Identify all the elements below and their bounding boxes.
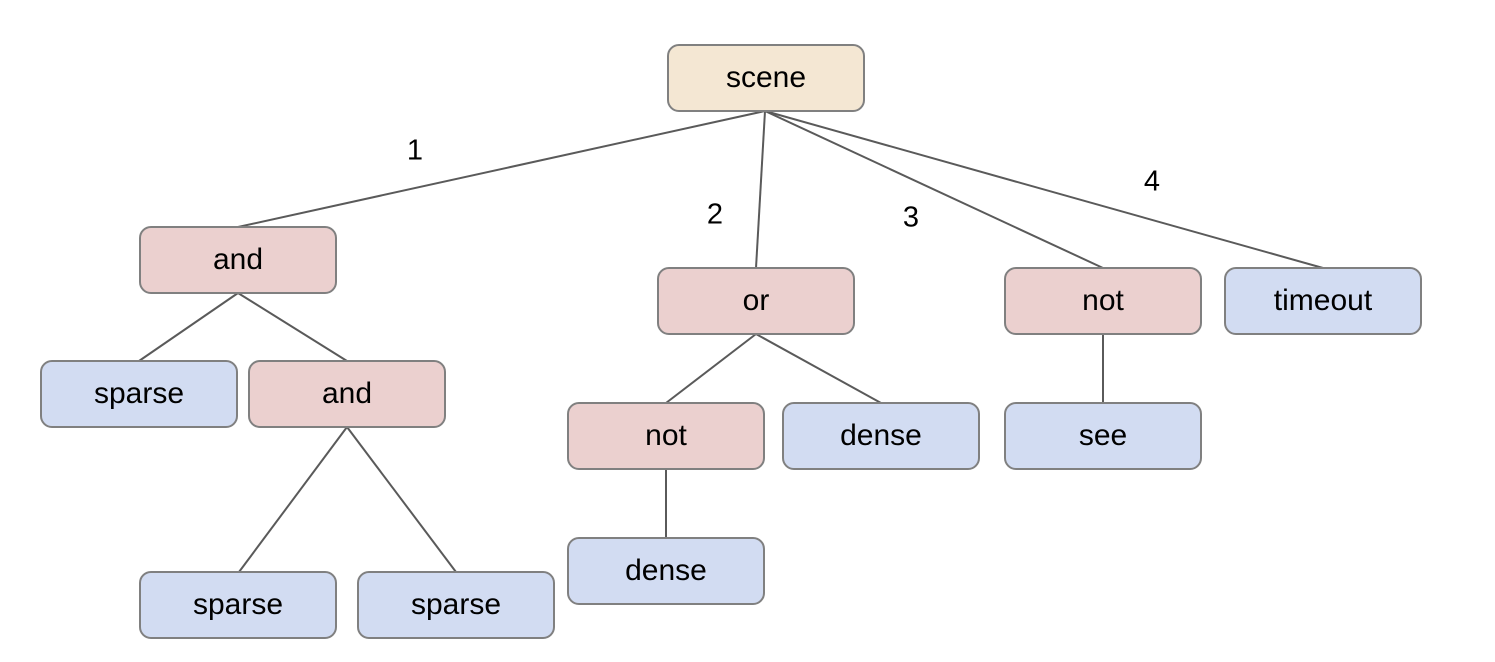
node-box-scene[interactable] bbox=[667, 44, 865, 112]
tree-node-and2[interactable]: and bbox=[248, 360, 446, 428]
node-label-not1: not bbox=[1082, 284, 1124, 317]
tree-node-sparse3[interactable]: sparse bbox=[357, 571, 555, 639]
node-box-not1[interactable] bbox=[1004, 267, 1202, 335]
node-box-see1[interactable] bbox=[1004, 402, 1202, 470]
edge-label-2: 2 bbox=[707, 199, 723, 231]
node-label-and2: and bbox=[322, 377, 372, 410]
node-box-dense2[interactable] bbox=[567, 537, 765, 605]
node-box-sparse3[interactable] bbox=[357, 571, 555, 639]
node-box-and1[interactable] bbox=[139, 226, 337, 294]
tree-node-and1[interactable]: and bbox=[139, 226, 337, 294]
node-label-sparse2: sparse bbox=[193, 588, 283, 621]
node-label-and1: and bbox=[213, 243, 263, 276]
node-box-or1[interactable] bbox=[657, 267, 855, 335]
node-label-sparse1: sparse bbox=[94, 377, 184, 410]
edge-label-4: 4 bbox=[1144, 166, 1160, 198]
tree-edge-or1-to-dense1 bbox=[755, 333, 882, 404]
tree-node-scene[interactable]: scene bbox=[667, 44, 865, 112]
node-box-and2[interactable] bbox=[248, 360, 446, 428]
nodes-layer: scene and or not timeout sparse and not dense see… bbox=[40, 44, 1422, 639]
tree-edge-scene-to-not1 bbox=[764, 110, 1104, 269]
node-label-timeout1: timeout bbox=[1274, 284, 1373, 317]
tree-node-timeout1[interactable]: timeout bbox=[1224, 267, 1422, 335]
tree-edge-and1-to-and2 bbox=[237, 292, 348, 362]
tree-node-sparse2[interactable]: sparse bbox=[139, 571, 337, 639]
tree-edge-and2-to-sparse2 bbox=[238, 426, 348, 573]
node-box-dense1[interactable] bbox=[782, 402, 980, 470]
node-label-see1: see bbox=[1079, 419, 1127, 452]
tree-node-dense2[interactable]: dense bbox=[567, 537, 765, 605]
node-box-sparse2[interactable] bbox=[139, 571, 337, 639]
tree-node-sparse1[interactable]: sparse bbox=[40, 360, 238, 428]
tree-node-see1[interactable]: see bbox=[1004, 402, 1202, 470]
edge-label-1: 1 bbox=[407, 135, 423, 167]
node-label-scene: scene bbox=[726, 61, 806, 94]
tree-edge-scene-to-or1 bbox=[755, 110, 766, 269]
node-box-timeout1[interactable] bbox=[1224, 267, 1422, 335]
tree-node-or1[interactable]: or bbox=[657, 267, 855, 335]
tree-node-dense1[interactable]: dense bbox=[782, 402, 980, 470]
node-box-sparse1[interactable] bbox=[40, 360, 238, 428]
edge-labels-layer: 1 2 3 4 bbox=[407, 135, 1160, 234]
tree-node-not2[interactable]: not bbox=[567, 402, 765, 470]
edge-label-3: 3 bbox=[903, 202, 919, 234]
node-label-dense1: dense bbox=[840, 419, 922, 452]
node-label-dense2: dense bbox=[625, 554, 707, 587]
tree-edge-and2-to-sparse3 bbox=[346, 426, 457, 573]
node-label-sparse3: sparse bbox=[411, 588, 501, 621]
tree-edge-scene-to-and1 bbox=[237, 110, 766, 228]
node-box-not2[interactable] bbox=[567, 402, 765, 470]
tree-edge-and1-to-sparse1 bbox=[138, 292, 239, 362]
node-label-or1: or bbox=[743, 284, 770, 317]
tree-edge-or1-to-not2 bbox=[665, 333, 757, 404]
tree-edge-scene-to-timeout1 bbox=[764, 110, 1324, 269]
edges-layer bbox=[138, 110, 1324, 573]
node-label-not2: not bbox=[645, 419, 687, 452]
tree-node-not1[interactable]: not bbox=[1004, 267, 1202, 335]
